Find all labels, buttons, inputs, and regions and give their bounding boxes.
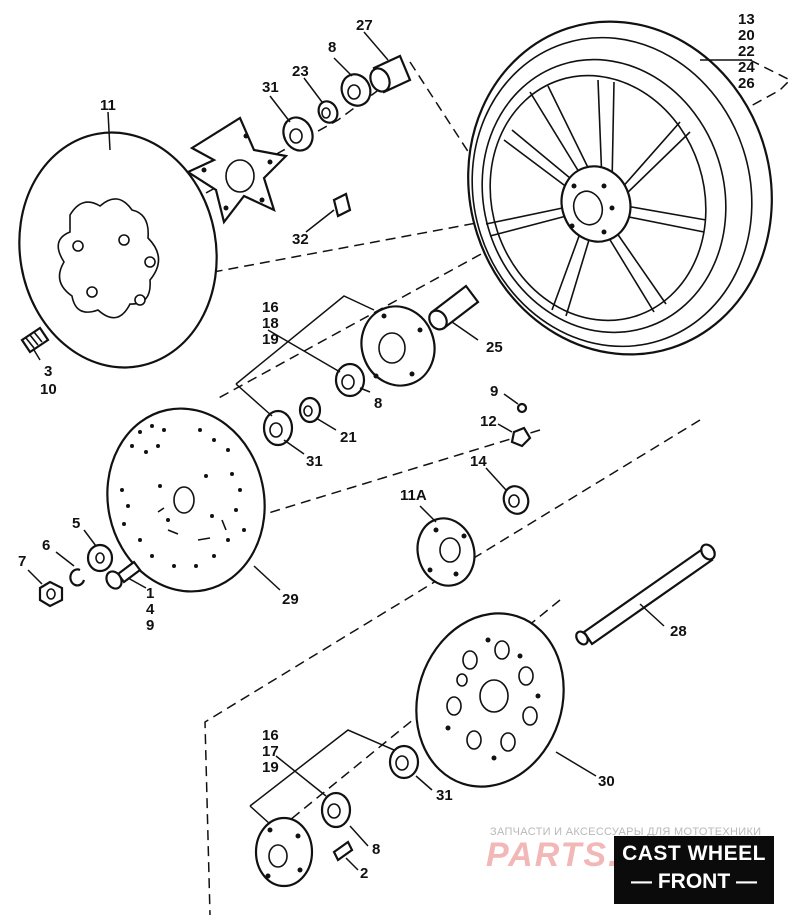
bearing-8-lower bbox=[320, 791, 352, 829]
nut-12 bbox=[510, 426, 532, 448]
callout-32: 32 bbox=[292, 231, 309, 248]
adapter-11a bbox=[416, 517, 476, 587]
callout-31-mid: 31 bbox=[306, 453, 323, 470]
callout-lower-group-2: 17 bbox=[262, 743, 279, 760]
callout-11: 11 bbox=[100, 97, 116, 114]
wheel-spokes bbox=[485, 79, 707, 317]
callout-27: 27 bbox=[356, 17, 373, 34]
spacer-31-upper bbox=[282, 116, 314, 152]
callout-25: 25 bbox=[486, 339, 503, 356]
watermark-caption: ЗАПЧАСТИ И АКСЕССУАРЫ ДЛЯ МОТОТЕХНИКИ bbox=[490, 826, 762, 838]
brake-disc-30 bbox=[415, 612, 565, 788]
callout-8-upper: 8 bbox=[328, 39, 336, 56]
callout-wheel-2: 20 bbox=[738, 27, 755, 44]
callout-bolt-group-1: 1 bbox=[146, 585, 154, 602]
spacer-31-mid bbox=[262, 409, 294, 447]
callout-6: 6 bbox=[42, 537, 50, 554]
spacer-27 bbox=[369, 54, 412, 94]
callout-bolt-group-2: 4 bbox=[146, 601, 155, 618]
callout-9-right: 9 bbox=[490, 383, 498, 400]
disc-carrier-star bbox=[185, 116, 289, 225]
leader-lines bbox=[27, 31, 752, 871]
hub-flange-upper bbox=[360, 305, 436, 387]
washer-5 bbox=[86, 543, 114, 573]
callout-5: 5 bbox=[72, 515, 80, 532]
nut-9-right bbox=[516, 402, 528, 414]
callout-28: 28 bbox=[670, 623, 687, 640]
bearing-8-upper bbox=[340, 73, 372, 107]
callout-wheel-5: 26 bbox=[738, 75, 755, 92]
callout-23: 23 bbox=[292, 63, 309, 80]
callout-8-mid: 8 bbox=[374, 395, 382, 412]
callout-bolt-group-3: 9 bbox=[146, 617, 154, 634]
callout-hub-group-1: 16 bbox=[262, 299, 279, 316]
callout-lower-group-1: 16 bbox=[262, 727, 279, 744]
callout-30: 30 bbox=[598, 773, 615, 790]
callout-29: 29 bbox=[282, 591, 299, 608]
nut-7 bbox=[38, 580, 64, 608]
diagram-title: CAST WHEEL bbox=[622, 842, 766, 865]
bearing-31-lower bbox=[388, 744, 420, 780]
callout-3: 3 bbox=[44, 363, 52, 380]
diagram-title-box: CAST WHEEL — FRONT — bbox=[614, 836, 774, 904]
callout-10: 10 bbox=[40, 381, 57, 398]
bolt-1 bbox=[105, 560, 142, 590]
callout-8-lower: 8 bbox=[372, 841, 380, 858]
hub-flange-lower bbox=[254, 816, 314, 888]
callout-lower-group-3: 19 bbox=[262, 759, 279, 776]
callout-31-lower: 31 bbox=[436, 787, 453, 804]
callout-14: 14 bbox=[470, 453, 487, 470]
lockwasher-6 bbox=[69, 568, 86, 587]
callout-labels: 13 20 22 24 26 27 8 23 31 11 32 3 10 16 … bbox=[18, 11, 755, 882]
callout-wheel-3: 22 bbox=[738, 43, 755, 60]
diagram-subtitle: — FRONT — bbox=[631, 870, 757, 893]
callout-2: 2 bbox=[360, 865, 368, 882]
spacer-25 bbox=[428, 284, 480, 331]
seal-21 bbox=[298, 396, 322, 424]
drill-holes-29 bbox=[120, 424, 246, 568]
callout-hub-group-3: 19 bbox=[262, 331, 279, 348]
clip-32 bbox=[332, 192, 352, 218]
screw-2 bbox=[332, 840, 354, 862]
brake-disc-29 bbox=[106, 407, 266, 593]
callout-wheel-4: 24 bbox=[738, 59, 755, 76]
brake-disc-11 bbox=[18, 131, 218, 369]
callout-12: 12 bbox=[480, 413, 497, 430]
axle-28 bbox=[575, 543, 716, 646]
callout-11a: 11A bbox=[400, 487, 427, 504]
seal-23 bbox=[317, 100, 339, 124]
bearing-8-mid bbox=[334, 362, 366, 398]
callout-31-upper: 31 bbox=[262, 79, 279, 96]
spacer-14 bbox=[502, 485, 530, 515]
callout-7: 7 bbox=[18, 553, 26, 570]
callout-21: 21 bbox=[340, 429, 357, 446]
callout-hub-group-2: 18 bbox=[262, 315, 279, 332]
cast-wheel-rim bbox=[467, 20, 773, 356]
screw-3 bbox=[20, 326, 50, 354]
callout-wheel-1: 13 bbox=[738, 11, 755, 28]
